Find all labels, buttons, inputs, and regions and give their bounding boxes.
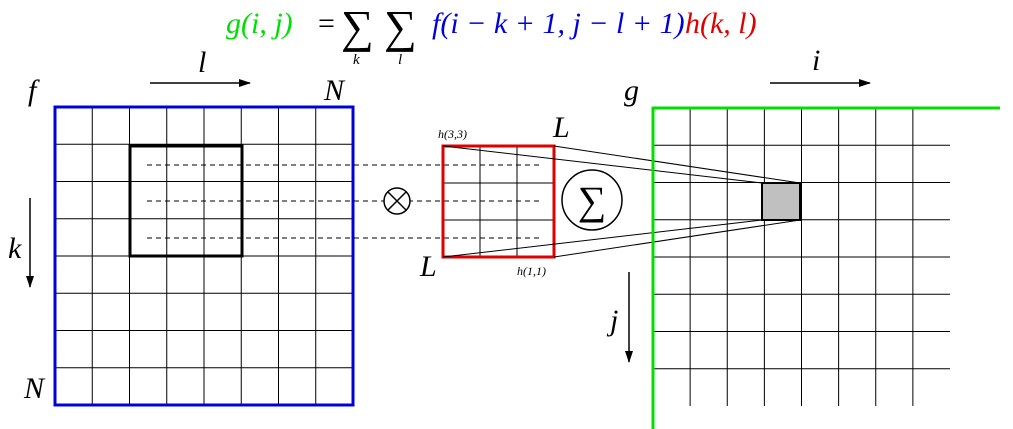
h-kernel-border [441, 144, 556, 259]
f-grid-border [53, 105, 355, 407]
f-N-left-label: N [23, 372, 46, 405]
i-axis-label: i [812, 44, 820, 77]
formula-sum-k-index: k [353, 52, 360, 68]
f-N-top-label: N [323, 74, 346, 107]
projection-line-3 [553, 219, 801, 258]
formula-lhs: g(i, j) [226, 7, 293, 40]
summation-symbol: ∑ [578, 178, 607, 223]
formula: g(i, j) = ∑ k ∑ l f(i − k + 1, j − l + 1… [226, 1, 757, 68]
h-kernel-grid [443, 146, 554, 257]
k-axis-label: k [8, 232, 22, 265]
summation-icon [561, 169, 623, 231]
h11-label: h(1,1) [517, 264, 546, 278]
projection-line-1 [553, 145, 801, 184]
h33-label: h(3,3) [438, 127, 467, 141]
h33-label-text: h(3,3) [438, 127, 467, 141]
projection-line-4 [442, 145, 763, 184]
convolution-operator-cross-b [387, 191, 407, 211]
j-axis-label: j [606, 304, 618, 337]
l-axis-label: l [198, 46, 206, 79]
L-top-label: L [552, 111, 570, 144]
formula-sum-k: ∑ [341, 1, 374, 52]
h11-label-text: h(1,1) [517, 264, 546, 278]
g-label: g [624, 74, 639, 107]
L-bottom-label: L [419, 250, 437, 283]
g-output-grid [653, 108, 950, 406]
formula-sum-l-index: l [398, 52, 402, 68]
formula-f-term: f(i − k + 1, j − l + 1) [432, 7, 685, 40]
projection-line-2 [442, 219, 763, 258]
g-grid-border [651, 106, 1000, 429]
g-output-pixel [761, 182, 801, 221]
f-label: f [28, 74, 40, 107]
formula-sum-l: ∑ [384, 1, 417, 52]
formula-equals: = [318, 7, 335, 40]
formula-h-term: h(k, l) [685, 7, 757, 40]
